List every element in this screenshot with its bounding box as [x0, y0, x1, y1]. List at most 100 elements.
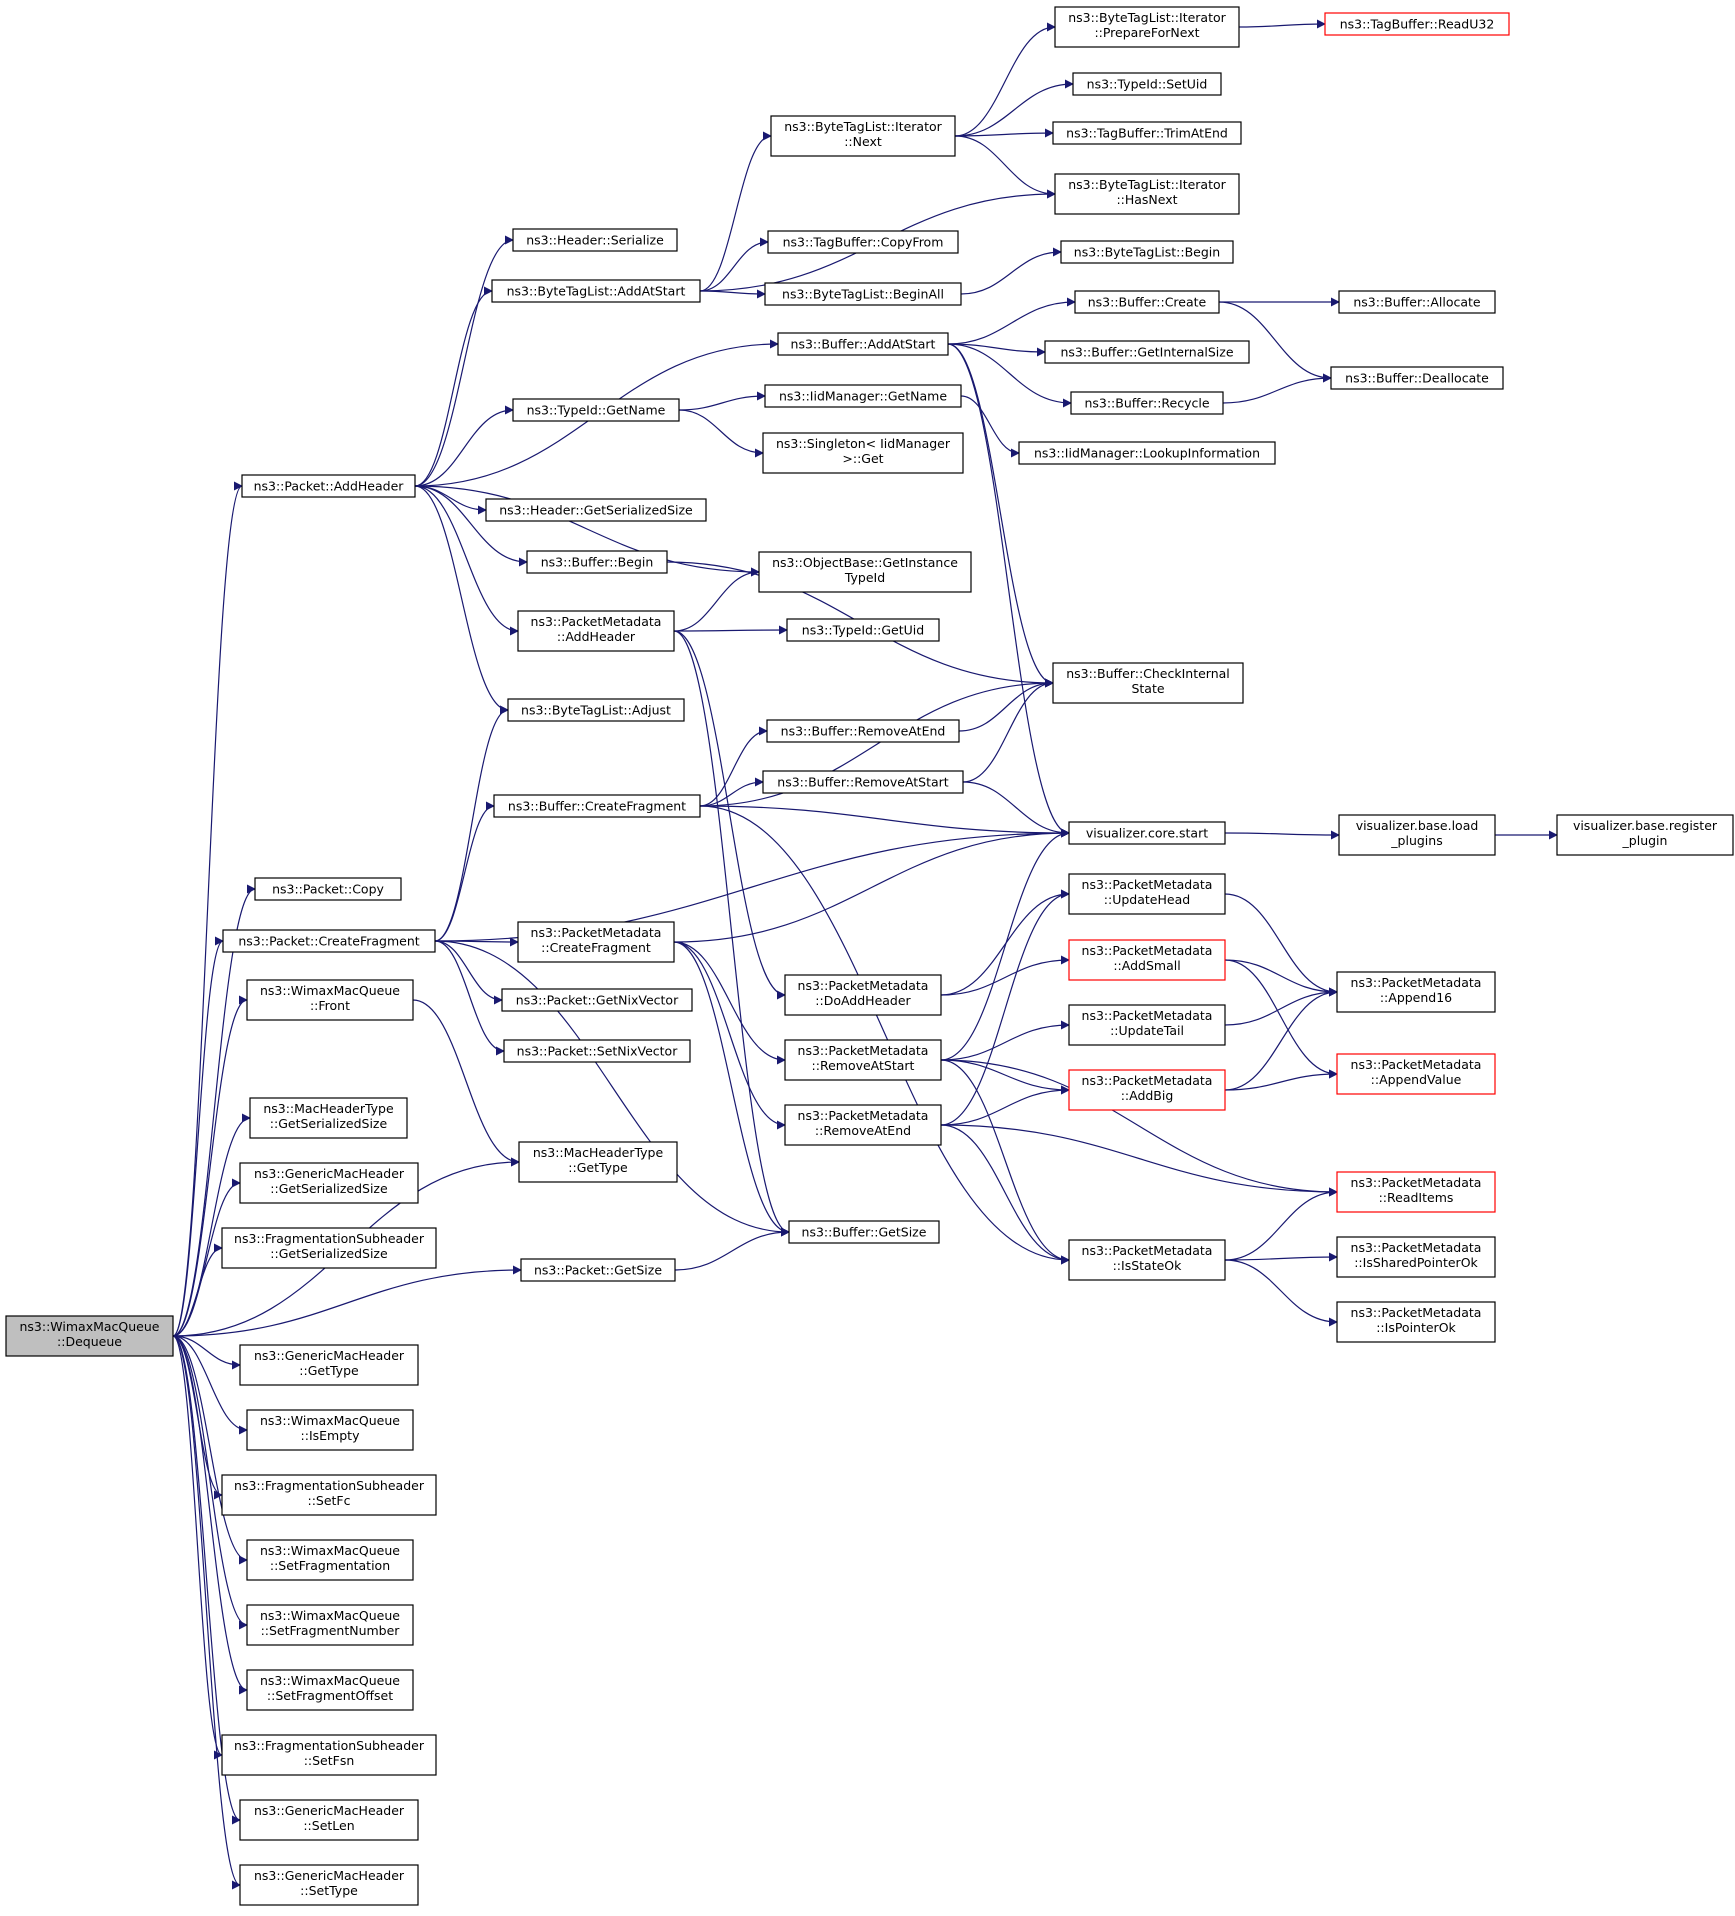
node-buffer-getsize[interactable]: ns3::Buffer::GetSize: [788, 1220, 940, 1244]
node-fragsub-setfsn[interactable]: ns3::FragmentationSubheader::SetFsn: [221, 1734, 437, 1776]
node-pm-readitems[interactable]: ns3::PacketMetadata::ReadItems: [1336, 1171, 1496, 1213]
node-btl-iter-preparefornext[interactable]: ns3::ByteTagList::Iterator::PrepareForNe…: [1054, 6, 1240, 48]
node-viz-core-start[interactable]: visualizer.core.start: [1068, 821, 1226, 845]
node-buffer-allocate[interactable]: ns3::Buffer::Allocate: [1338, 290, 1496, 314]
node-label: ns3::PacketMetadata: [1082, 1073, 1213, 1088]
node-label: ns3::PacketMetadata: [1351, 1240, 1482, 1255]
node-genmachdr-getsersize[interactable]: ns3::GenericMacHeader::GetSerializedSize: [239, 1162, 419, 1204]
node-box: [1336, 971, 1496, 1013]
node-packet-setnixvector[interactable]: ns3::Packet::SetNixVector: [503, 1039, 691, 1063]
edge-pm-addbig-to-pm-append16: [1224, 987, 1338, 1091]
edge-buffer-createfragment-to-pm-isstateok: [699, 805, 1070, 1265]
node-tagbuffer-readu32[interactable]: ns3::TagBuffer::ReadU32: [1324, 12, 1510, 36]
node-btl-addatstart[interactable]: ns3::ByteTagList::AddAtStart: [491, 279, 701, 303]
node-pm-addheader[interactable]: ns3::PacketMetadata::AddHeader: [517, 610, 675, 652]
node-label: ns3::Packet::CreateFragment: [238, 934, 419, 949]
node-iidmgr-getname[interactable]: ns3::IidManager::GetName: [764, 384, 962, 408]
node-typeid-setuid[interactable]: ns3::TypeId::SetUid: [1072, 72, 1222, 96]
node-pm-issharedpointerok[interactable]: ns3::PacketMetadata::IsSharedPointerOk: [1336, 1236, 1496, 1278]
edge-btl-addatstart-to-tagbuffer-copyfrom: [699, 237, 769, 292]
node-pm-updatetail[interactable]: ns3::PacketMetadata::UpdateTail: [1068, 1004, 1226, 1046]
node-label: ns3::PacketMetadata: [1351, 1175, 1482, 1190]
node-buffer-create[interactable]: ns3::Buffer::Create: [1074, 290, 1220, 314]
edge-pm-addheader-to-pm-doaddheader: [673, 630, 786, 1000]
node-buffer-begin[interactable]: ns3::Buffer::Begin: [526, 550, 668, 574]
node-label: ns3::Buffer::Begin: [541, 555, 654, 570]
node-label: ns3::TagBuffer::ReadU32: [1340, 17, 1495, 32]
node-machdrtype-gettype[interactable]: ns3::MacHeaderType::GetType: [518, 1141, 678, 1183]
node-packet-addheader[interactable]: ns3::Packet::AddHeader: [241, 474, 416, 498]
node-typeid-getname[interactable]: ns3::TypeId::GetName: [512, 398, 680, 422]
node-buffer-removeatend[interactable]: ns3::Buffer::RemoveAtEnd: [766, 719, 960, 743]
node-label: ns3::WimaxMacQueue: [260, 1413, 400, 1428]
node-pm-removeatstart[interactable]: ns3::PacketMetadata::RemoveAtStart: [784, 1039, 942, 1081]
node-label: ns3::Buffer::Recycle: [1084, 396, 1209, 411]
node-btl-iter-hasnext[interactable]: ns3::ByteTagList::Iterator::HasNext: [1054, 173, 1240, 215]
node-queue-front[interactable]: ns3::WimaxMacQueue::Front: [246, 979, 414, 1021]
node-queue-setfragmentation[interactable]: ns3::WimaxMacQueue::SetFragmentation: [246, 1539, 414, 1581]
node-btl-adjust[interactable]: ns3::ByteTagList::Adjust: [507, 698, 685, 722]
node-packet-copy[interactable]: ns3::Packet::Copy: [254, 877, 402, 901]
node-buffer-createfragment[interactable]: ns3::Buffer::CreateFragment: [493, 794, 701, 818]
node-header-serialize[interactable]: ns3::Header::Serialize: [512, 228, 678, 252]
node-fragsub-getsersize[interactable]: ns3::FragmentationSubheader::GetSerializ…: [221, 1227, 437, 1269]
edge-packet-addheader-to-header-serialize: [414, 235, 514, 487]
edge-dequeue-to-packet-createfragment: [172, 936, 224, 1337]
node-singleton-get[interactable]: ns3::Singleton< IidManager>::Get: [762, 432, 964, 474]
node-label: ns3::Packet::Copy: [272, 882, 384, 897]
edge-buffer-create-to-buffer-deallocate: [1218, 301, 1332, 383]
node-pm-createfragment[interactable]: ns3::PacketMetadata::CreateFragment: [517, 921, 675, 963]
node-btl-iter-next[interactable]: ns3::ByteTagList::Iterator::Next: [770, 115, 956, 157]
node-machdrtype-getsersize[interactable]: ns3::MacHeaderType::GetSerializedSize: [249, 1097, 408, 1139]
edge-pm-removeatend-to-pm-readitems: [940, 1124, 1338, 1197]
node-pm-addsmall[interactable]: ns3::PacketMetadata::AddSmall: [1068, 939, 1226, 981]
node-packet-getsize[interactable]: ns3::Packet::GetSize: [520, 1258, 676, 1282]
node-genmachdr-settype[interactable]: ns3::GenericMacHeader::SetType: [239, 1864, 419, 1906]
node-dequeue[interactable]: ns3::WimaxMacQueue::Dequeue: [5, 1315, 174, 1357]
node-box: [1072, 72, 1222, 96]
node-fragsub-setfc[interactable]: ns3::FragmentationSubheader::SetFc: [221, 1474, 437, 1516]
node-label: ::Append16: [1380, 990, 1452, 1005]
node-genmachdr-gettype[interactable]: ns3::GenericMacHeader::GetType: [239, 1344, 419, 1386]
node-label: ns3::ByteTagList::Adjust: [521, 703, 671, 718]
node-buffer-recycle[interactable]: ns3::Buffer::Recycle: [1070, 391, 1224, 415]
node-box: [1336, 1301, 1496, 1343]
node-box: [1336, 1171, 1496, 1213]
node-tagbuffer-copyfrom[interactable]: ns3::TagBuffer::CopyFrom: [767, 230, 959, 254]
node-header-getsersize[interactable]: ns3::Header::GetSerializedSize: [485, 498, 707, 522]
node-pm-append16[interactable]: ns3::PacketMetadata::Append16: [1336, 971, 1496, 1013]
node-queue-setfragnum[interactable]: ns3::WimaxMacQueue::SetFragmentNumber: [246, 1604, 414, 1646]
node-btl-beginall[interactable]: ns3::ByteTagList::BeginAll: [764, 282, 962, 306]
node-typeid-getuid[interactable]: ns3::TypeId::GetUid: [786, 618, 940, 642]
node-pm-updatehead[interactable]: ns3::PacketMetadata::UpdateHead: [1068, 873, 1226, 915]
node-pm-doaddheader[interactable]: ns3::PacketMetadata::DoAddHeader: [784, 974, 942, 1016]
node-buffer-addatstart[interactable]: ns3::Buffer::AddAtStart: [777, 332, 949, 356]
node-label: ns3::GenericMacHeader: [254, 1803, 405, 1818]
node-pm-isstateok[interactable]: ns3::PacketMetadata::IsStateOk: [1068, 1239, 1226, 1281]
node-iidmgr-lookupinfo[interactable]: ns3::IidManager::LookupInformation: [1018, 441, 1276, 465]
node-pm-addbig[interactable]: ns3::PacketMetadata::AddBig: [1068, 1069, 1226, 1111]
node-packet-getnixvector[interactable]: ns3::Packet::GetNixVector: [501, 988, 693, 1012]
node-packet-createfragment[interactable]: ns3::Packet::CreateFragment: [222, 929, 436, 953]
node-pm-ispointerok[interactable]: ns3::PacketMetadata::IsPointerOk: [1336, 1301, 1496, 1343]
node-viz-base-registerplugin[interactable]: visualizer.base.register_plugin: [1556, 814, 1734, 856]
node-buffer-deallocate[interactable]: ns3::Buffer::Deallocate: [1330, 366, 1504, 390]
edge-pm-addsmall-to-pm-append16: [1224, 959, 1338, 997]
node-queue-setfragoffset[interactable]: ns3::WimaxMacQueue::SetFragmentOffset: [246, 1669, 414, 1711]
node-buffer-getinternalsize[interactable]: ns3::Buffer::GetInternalSize: [1044, 340, 1250, 364]
node-tagbuffer-trimatend[interactable]: ns3::TagBuffer::TrimAtEnd: [1052, 121, 1242, 145]
node-pm-appendvalue[interactable]: ns3::PacketMetadata::AppendValue: [1336, 1053, 1496, 1095]
edge-dequeue-to-machdrtype-getsersize: [172, 1113, 251, 1337]
node-box: [1054, 173, 1240, 215]
node-btl-begin[interactable]: ns3::ByteTagList::Begin: [1060, 240, 1234, 264]
edge-pm-isstateok-to-pm-ispointerok: [1224, 1259, 1338, 1327]
node-label: ::DoAddHeader: [815, 993, 911, 1008]
node-viz-base-loadplugins[interactable]: visualizer.base.load_plugins: [1338, 814, 1496, 856]
node-buffer-removeatstart[interactable]: ns3::Buffer::RemoveAtStart: [762, 770, 964, 794]
node-pm-removeatend[interactable]: ns3::PacketMetadata::RemoveAtEnd: [784, 1104, 942, 1146]
node-queue-isempty[interactable]: ns3::WimaxMacQueue::IsEmpty: [246, 1409, 414, 1451]
node-genmachdr-setlen[interactable]: ns3::GenericMacHeader::SetLen: [239, 1799, 419, 1841]
edge-dequeue-to-packet-addheader: [172, 481, 243, 1337]
